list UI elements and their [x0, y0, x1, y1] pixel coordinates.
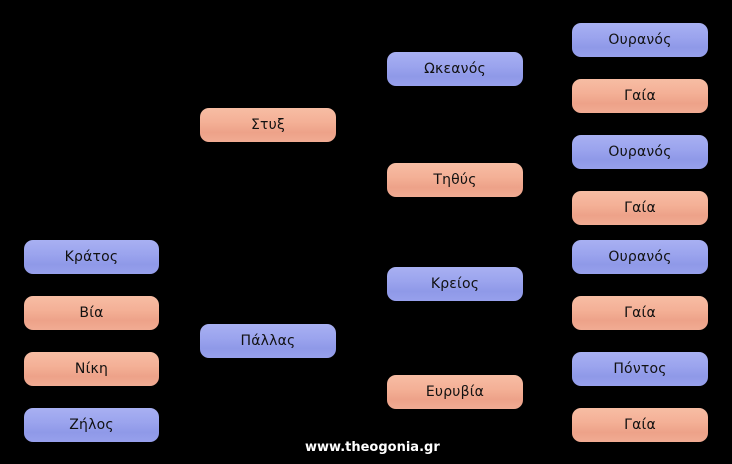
watermark-label: www.theogonia.gr — [305, 440, 440, 455]
node-box[interactable]: Ουρανός — [572, 240, 708, 274]
node-box[interactable]: Ευρυβία — [387, 375, 523, 409]
node-box[interactable]: Ουρανός — [572, 135, 708, 169]
node-box[interactable]: Γαία — [572, 408, 708, 442]
node-box[interactable]: Κράτος — [24, 240, 159, 274]
node-box[interactable]: Νίκη — [24, 352, 159, 386]
node-box[interactable]: Βία — [24, 296, 159, 330]
node-box[interactable]: Πόντος — [572, 352, 708, 386]
node-box[interactable]: Πάλλας — [200, 324, 336, 358]
node-box[interactable]: Γαία — [572, 191, 708, 225]
node-box[interactable]: Ουρανός — [572, 23, 708, 57]
node-box[interactable]: Γαία — [572, 79, 708, 113]
node-box[interactable]: Γαία — [572, 296, 708, 330]
node-box[interactable]: Ωκεανός — [387, 52, 523, 86]
node-box[interactable]: Ζήλος — [24, 408, 159, 442]
node-box[interactable]: Κρείος — [387, 267, 523, 301]
node-box[interactable]: Στυξ — [200, 108, 336, 142]
node-box[interactable]: Τηθύς — [387, 163, 523, 197]
